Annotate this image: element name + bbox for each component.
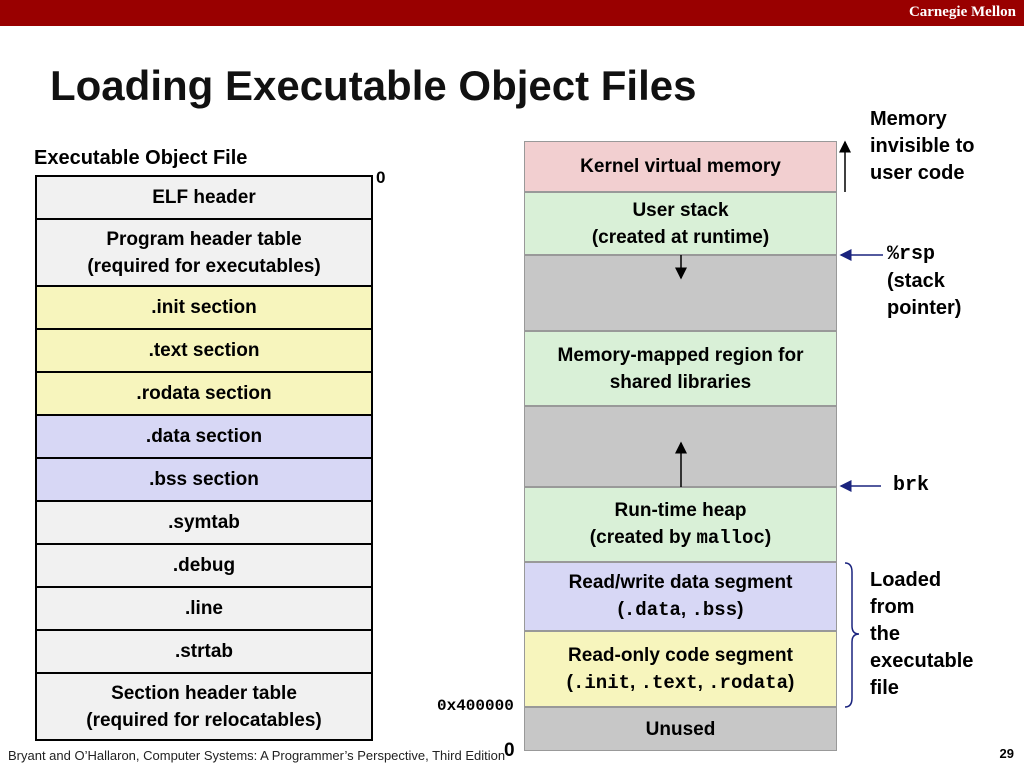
section-text: .text section [37,330,371,373]
region-read-only-code-segment: Read-only code segment (.init, .text, .r… [524,631,837,707]
loaded-brace [844,562,860,708]
footer-citation: Bryant and O’Hallaron, Computer Systems:… [8,748,506,763]
executable-file-diagram: ELF header Program header table(required… [35,175,373,741]
rsp-register: %rsp [887,243,936,266]
region-user-stack: User stack (created at runtime) [524,192,837,255]
section-elf-header: ELF header [37,177,371,220]
region-unused: Unused [524,707,837,751]
section-symtab: .symtab [37,502,371,545]
note-brk: brk [893,474,930,497]
executable-file-label: Executable Object File [34,147,248,169]
memory-bottom-address: 0 [504,740,515,761]
region-read-write-data-segment: Read/write data segment (.data, .bss) [524,562,837,631]
top-banner: Carnegie Mellon [0,0,1024,26]
section-init: .init section [37,287,371,330]
section-program-header-table: Program header table(required for execut… [37,220,371,287]
section-strtab: .strtab [37,631,371,674]
section-debug: .debug [37,545,371,588]
note-loaded-from-file: Loaded from the executable file [870,569,974,699]
address-0x400000: 0x400000 [437,697,514,715]
region-shared-libraries: Memory-mapped region for shared librarie… [524,331,837,406]
section-bss: .bss section [37,459,371,502]
malloc-code: malloc [696,527,765,549]
section-line: .line [37,588,371,631]
note-memory-invisible: Memory invisible to user code [870,108,975,184]
section-data: .data section [37,416,371,459]
section-section-header-table: Section header table(required for reloca… [37,674,371,741]
section-rodata: .rodata section [37,373,371,416]
page-number: 29 [999,746,1014,761]
brand-label: Carnegie Mellon [908,4,1016,20]
slide-title: Loading Executable Object Files [50,62,697,109]
note-rsp: %rsp (stack pointer) [887,243,962,319]
file-top-address: 0 [376,168,386,187]
region-run-time-heap: Run-time heap (created by malloc) [524,487,837,562]
region-kernel-virtual-memory: Kernel virtual memory [524,141,837,192]
